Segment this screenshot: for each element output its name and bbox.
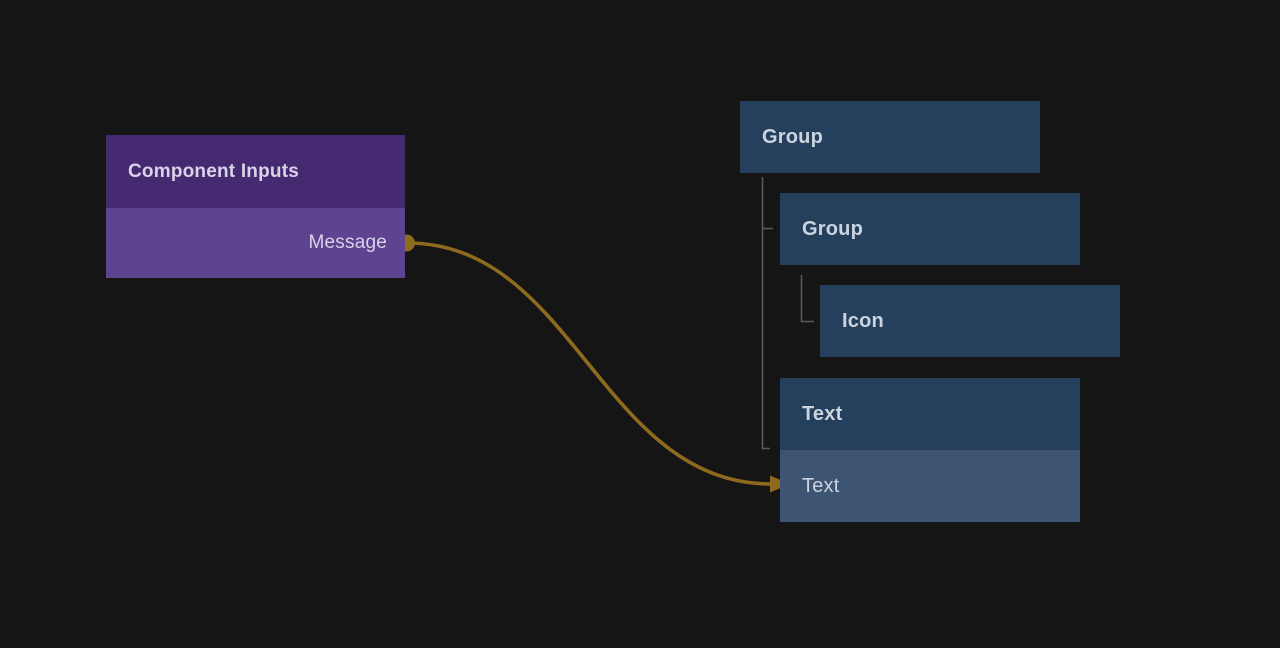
output-row-message-label: Message [308, 232, 387, 253]
tree-node-group-root[interactable]: Group [740, 101, 1040, 173]
component-inputs-title: Component Inputs [128, 160, 300, 182]
tree-node-text-input-row[interactable]: Text [780, 450, 1080, 522]
tree-node-group-nested[interactable]: Group [780, 193, 1080, 265]
tree-node-text-input-row-label: Text [802, 474, 840, 497]
tree-node-icon[interactable]: Icon [820, 285, 1120, 357]
connection-wire[interactable] [405, 241, 774, 486]
component-inputs-node[interactable]: Component Inputs Message [106, 135, 405, 278]
tree-node-group-nested-label: Group [802, 217, 863, 240]
tree-node-text[interactable]: Text Text [780, 378, 1080, 522]
tree-node-text-label: Text [802, 402, 843, 425]
output-row-message[interactable]: Message [106, 208, 405, 278]
tree-node-icon-label: Icon [842, 309, 884, 332]
component-inputs-header[interactable]: Component Inputs [106, 135, 405, 208]
tree-node-text-header[interactable]: Text [780, 378, 1080, 450]
tree-node-group-root-label: Group [762, 125, 823, 148]
